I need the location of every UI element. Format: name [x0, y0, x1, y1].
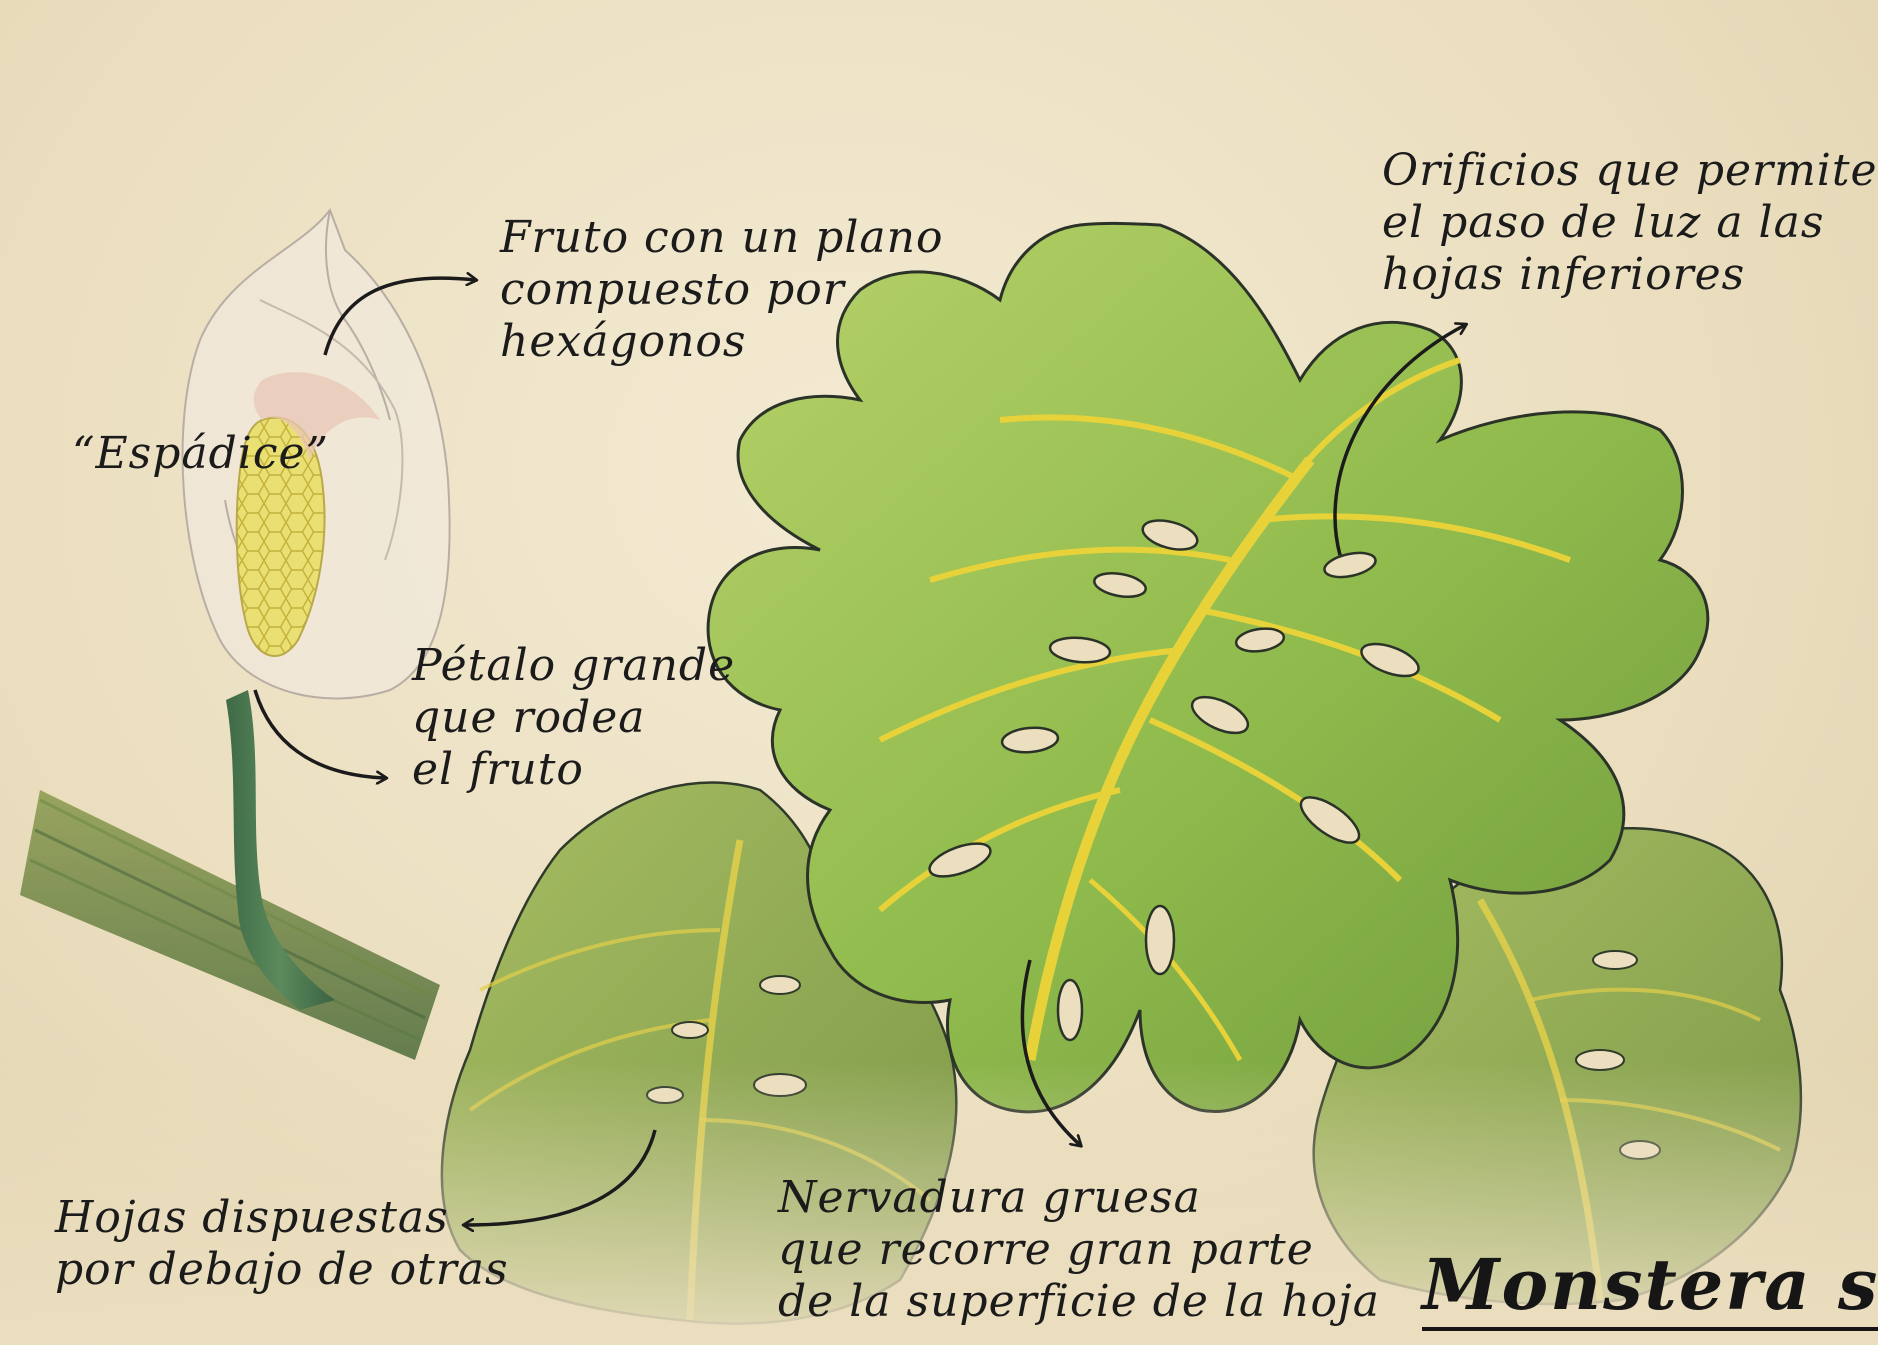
- label-hojas-line-1: Hojas dispuestas: [55, 1192, 509, 1244]
- label-espadice: “Espádice”: [72, 428, 329, 480]
- pointer-petalo: [255, 690, 385, 778]
- label-petalo-line-2: que rodea: [412, 692, 735, 744]
- label-fruto-line-1: Fruto con un plano: [500, 212, 943, 264]
- label-nervadura-line-3: de la superficie de la hoja: [778, 1276, 1380, 1328]
- label-espadice-line: “Espádice”: [72, 428, 329, 480]
- label-fruto-line-2: compuesto por: [500, 264, 943, 316]
- label-petalo-line-3: el fruto: [412, 744, 735, 796]
- label-hojas-line-2: por debajo de otras: [55, 1244, 509, 1296]
- label-fruto: Fruto con un plano compuesto por hexágon…: [500, 212, 943, 368]
- label-orificios-line-2: el paso de luz a las: [1382, 197, 1878, 249]
- label-petalo-line-1: Pétalo grande: [412, 640, 735, 692]
- label-nervadura-line-1: Nervadura gruesa: [778, 1172, 1380, 1224]
- label-orificios-line-3: hojas inferiores: [1382, 249, 1878, 301]
- species-title: Monstera sp.: [1422, 1245, 1878, 1331]
- label-fruto-line-3: hexágonos: [500, 316, 943, 368]
- label-nervadura-line-2: que recorre gran parte: [778, 1224, 1380, 1276]
- label-nervadura: Nervadura gruesa que recorre gran parte …: [778, 1172, 1380, 1328]
- branch: [20, 790, 440, 1060]
- label-hojas: Hojas dispuestas por debajo de otras: [55, 1192, 509, 1296]
- label-orificios-line-1: Orificios que permiten: [1382, 145, 1878, 197]
- label-orificios: Orificios que permiten el paso de luz a …: [1382, 145, 1878, 301]
- label-petalo: Pétalo grande que rodea el fruto: [412, 640, 735, 796]
